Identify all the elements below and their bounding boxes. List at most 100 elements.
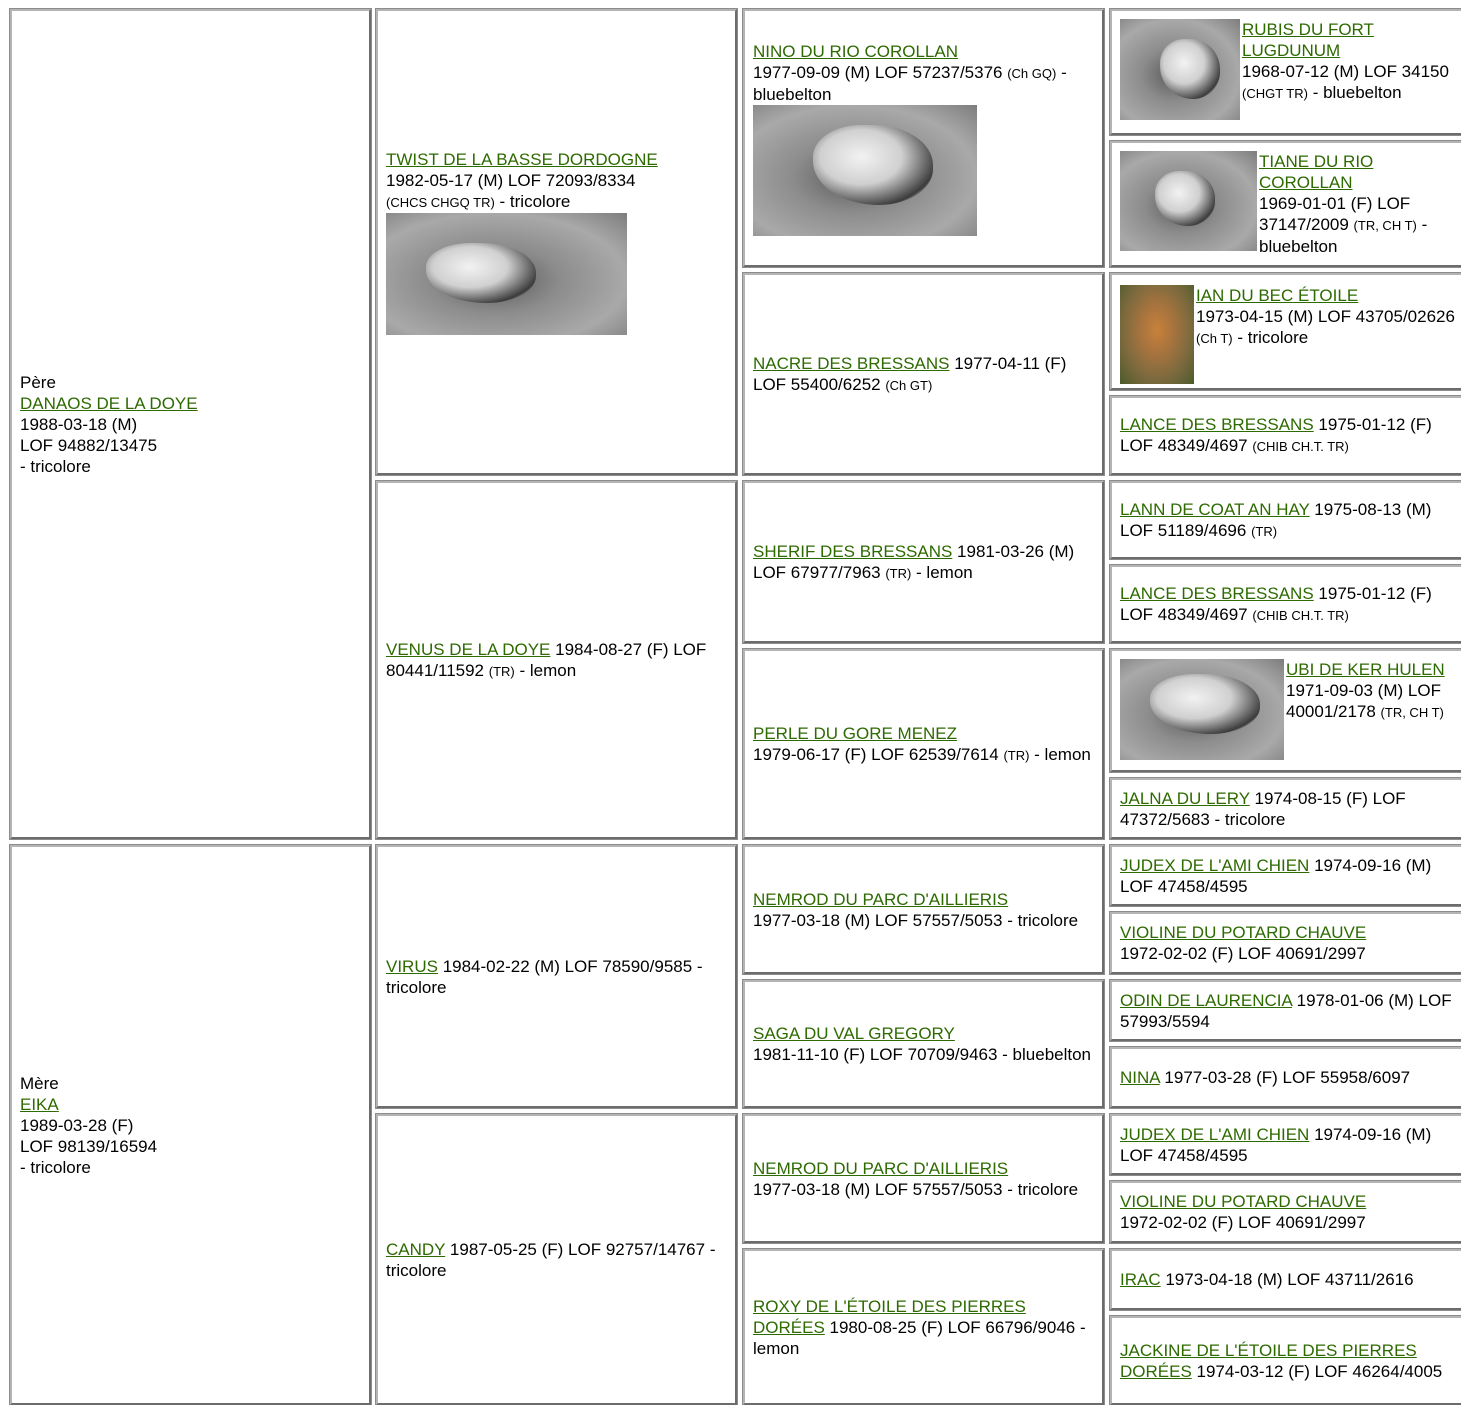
dog-name-link[interactable]: JALNA DU LERY [1120, 788, 1250, 808]
dog-photo [386, 213, 627, 335]
dog-info: 1974-09-16 (M) LOF 47458/4595 [1120, 1124, 1432, 1165]
gen4-cell-tiane: TIANE DU RIO COROLLAN 1969-01-01 (F) LOF… [1110, 141, 1461, 267]
gen2-cell-twist: TWIST DE LA BASSE DORDOGNE 1982-05-17 (M… [376, 9, 737, 475]
dog-coat: - bluebelton [1307, 83, 1402, 102]
dog-info: 1982-05-17 (M) LOF 72093/8334 [386, 171, 636, 190]
dog-titles: (TR, CH T) [1353, 218, 1417, 233]
father-lof: LOF 94882/13475 [20, 435, 158, 455]
dog-name-link[interactable]: LANCE DES BRESSANS [1120, 583, 1314, 603]
dog-name-link[interactable]: NINO DU RIO COROLLAN [753, 41, 958, 61]
father-dob: 1988-03-18 (M) [20, 414, 138, 434]
dog-name-link[interactable]: TWIST DE LA BASSE DORDOGNE [386, 150, 658, 169]
father-coat: - tricolore [20, 456, 91, 476]
gen3-cell-nino: NINO DU RIO COROLLAN 1977-09-09 (M) LOF … [743, 9, 1104, 267]
dog-titles: (CHIB CH.T. TR) [1252, 607, 1349, 623]
dog-titles: (TR) [488, 663, 515, 679]
dog-titles: (TR) [885, 565, 912, 581]
gen4-cell-lance-2: LANCE DES BRESSANS 1975-01-12 (F) LOF 48… [1110, 565, 1461, 643]
gen4-cell-jackine: JACKINE DE L'ÉTOILE DES PIERRES DORÉES 1… [1110, 1316, 1461, 1405]
dog-photo [1120, 19, 1240, 120]
dog-coat: - lemon [911, 562, 973, 582]
dog-name-link[interactable]: ROXY DE L'ÉTOILE DES PIERRES DORÉES [753, 1296, 1026, 1337]
dog-name-link[interactable]: SHERIF DES BRESSANS [753, 541, 953, 561]
dog-name-link[interactable]: UBI DE KER HULEN [1286, 660, 1445, 679]
dog-info: 1981-03-26 (M) LOF 67977/7963 [753, 541, 1075, 582]
gen3-cell-saga: SAGA DU VAL GREGORY 1981-11-10 (F) LOF 7… [743, 980, 1104, 1108]
dog-coat: - lemon [1029, 744, 1091, 764]
gen4-cell-lance-1: LANCE DES BRESSANS 1975-01-12 (F) LOF 48… [1110, 396, 1461, 475]
dog-info: 1971-09-03 (M) LOF 40001/2178 [1286, 681, 1441, 721]
dog-titles: (TR, CH T) [1380, 705, 1444, 720]
dog-info: 1984-02-22 (M) LOF 78590/9585 - tricolor… [386, 956, 703, 997]
gen3-cell-perle: PERLE DU GORE MENEZ 1979-06-17 (F) LOF 6… [743, 649, 1104, 839]
dog-info: 1972-02-02 (F) LOF 40691/2997 [1120, 944, 1366, 963]
dog-figure-icon [1150, 674, 1260, 734]
dog-photo [1120, 285, 1194, 384]
dog-info: 1977-04-11 (F) LOF 55400/6252 [753, 353, 1067, 394]
dog-name-link[interactable]: TIANE DU RIO COROLLAN [1259, 152, 1374, 192]
gen4-cell-judex-2: JUDEX DE L'AMI CHIEN 1974-09-16 (M) LOF … [1110, 1114, 1461, 1175]
dog-info: 1969-01-01 (F) LOF 37147/2009 [1259, 194, 1411, 234]
dog-coat: - tricolore [494, 192, 571, 211]
dog-coat: - tricolore [1232, 328, 1309, 347]
dog-titles: (Ch T) [1196, 331, 1233, 346]
dog-figure-icon [1155, 171, 1215, 226]
dog-info: 1977-09-09 (M) LOF 57237/5376 [753, 62, 1008, 82]
dog-info: 1975-01-12 (F) LOF 48349/4697 [1120, 415, 1432, 455]
gen4-cell-nina: NINA 1977-03-28 (F) LOF 55958/6097 [1110, 1047, 1461, 1108]
dog-name-link[interactable]: VENUS DE LA DOYE [386, 639, 551, 659]
mother-cell: Mère EIKA 1989-03-28 (F) LOF 98139/16594… [10, 845, 371, 1405]
dog-name-link[interactable]: NEMROD DU PARC D'AILLIERIS [753, 889, 1009, 909]
mother-name-link[interactable]: EIKA [20, 1094, 59, 1114]
dog-name-link[interactable]: JACKINE DE L'ÉTOILE DES PIERRES DORÉES [1120, 1340, 1417, 1381]
dog-coat: - lemon [514, 660, 577, 680]
dog-name-link[interactable]: NACRE DES BRESSANS [753, 353, 950, 373]
gen4-cell-odin: ODIN DE LAURENCIA 1978-01-06 (M) LOF 579… [1110, 980, 1461, 1041]
dog-name-link[interactable]: VIOLINE DU POTARD CHAUVE [1120, 1192, 1367, 1211]
gen4-cell-lann: LANN DE COAT AN HAY 1975-08-13 (M) LOF 5… [1110, 481, 1461, 559]
dog-titles: (Ch GQ) [1007, 65, 1057, 81]
dog-figure-icon [426, 243, 536, 303]
dog-figure-icon [1160, 39, 1220, 99]
mother-lof: LOF 98139/16594 [20, 1136, 158, 1156]
dog-name-link[interactable]: IAN DU BEC ÉTOILE [1196, 286, 1359, 305]
mother-coat: - tricolore [20, 1157, 91, 1177]
gen3-cell-nacre: NACRE DES BRESSANS 1977-04-11 (F) LOF 55… [743, 273, 1104, 475]
gen4-cell-jalna: JALNA DU LERY 1974-08-15 (F) LOF 47372/5… [1110, 778, 1461, 839]
dog-titles: (CHCS CHGQ TR) [386, 195, 495, 210]
gen4-cell-irac: IRAC 1973-04-18 (M) LOF 43711/2616 [1110, 1249, 1461, 1310]
gen4-cell-rubis: RUBIS DU FORT LUGDUNUM 1968-07-12 (M) LO… [1110, 9, 1461, 135]
dog-info: 1975-01-12 (F) LOF 48349/4697 [1120, 583, 1432, 624]
gen2-cell-venus: VENUS DE LA DOYE 1984-08-27 (F) LOF 8044… [376, 481, 737, 839]
dog-name-link[interactable]: SAGA DU VAL GREGORY [753, 1024, 955, 1043]
dog-info: 1980-08-25 (F) LOF 66796/9046 - lemon [753, 1317, 1086, 1358]
dog-name-link[interactable]: NEMROD DU PARC D'AILLIERIS [753, 1158, 1009, 1178]
dog-info: 1978-01-06 (M) LOF 57993/5594 [1120, 990, 1452, 1031]
gen2-cell-candy: CANDY 1987-05-25 (F) LOF 92757/14767 - t… [376, 1114, 737, 1405]
gen3-cell-roxy: ROXY DE L'ÉTOILE DES PIERRES DORÉES 1980… [743, 1249, 1104, 1405]
dog-name-link[interactable]: VIRUS [386, 956, 438, 976]
dog-info: 1968-07-12 (M) LOF 34150 [1242, 62, 1449, 81]
dog-name-link[interactable]: NINA [1120, 1068, 1160, 1087]
dog-name-link[interactable]: IRAC [1120, 1270, 1161, 1289]
dog-titles: (TR) [1251, 523, 1278, 539]
gen4-cell-judex-1: JUDEX DE L'AMI CHIEN 1974-09-16 (M) LOF … [1110, 845, 1461, 906]
gen4-cell-violine-2: VIOLINE DU POTARD CHAUVE 1972-02-02 (F) … [1110, 1181, 1461, 1243]
dog-name-link[interactable]: LANCE DES BRESSANS [1120, 415, 1314, 434]
dog-name-link[interactable]: VIOLINE DU POTARD CHAUVE [1120, 923, 1367, 942]
dog-name-link[interactable]: CANDY [386, 1239, 446, 1259]
gen4-cell-violine-1: VIOLINE DU POTARD CHAUVE 1972-02-02 (F) … [1110, 912, 1461, 974]
dog-name-link[interactable]: ODIN DE LAURENCIA [1120, 990, 1292, 1010]
gen3-cell-nemrod-1: NEMROD DU PARC D'AILLIERIS 1977-03-18 (M… [743, 845, 1104, 974]
dog-titles: (TR) [1003, 747, 1030, 763]
father-name-link[interactable]: DANAOS DE LA DOYE [20, 393, 198, 413]
dog-name-link[interactable]: JUDEX DE L'AMI CHIEN [1120, 855, 1310, 875]
dog-figure-icon [813, 124, 933, 205]
dog-name-link[interactable]: LANN DE COAT AN HAY [1120, 499, 1310, 519]
dog-coat: - bluebelton [753, 62, 1067, 104]
dog-name-link[interactable]: JUDEX DE L'AMI CHIEN [1120, 1124, 1310, 1144]
dog-info: 1977-03-28 (F) LOF 55958/6097 [1159, 1068, 1411, 1087]
dog-name-link[interactable]: RUBIS DU FORT LUGDUNUM [1242, 20, 1374, 60]
dog-name-link[interactable]: PERLE DU GORE MENEZ [753, 723, 958, 743]
dog-titles: (Ch GT) [885, 377, 933, 393]
